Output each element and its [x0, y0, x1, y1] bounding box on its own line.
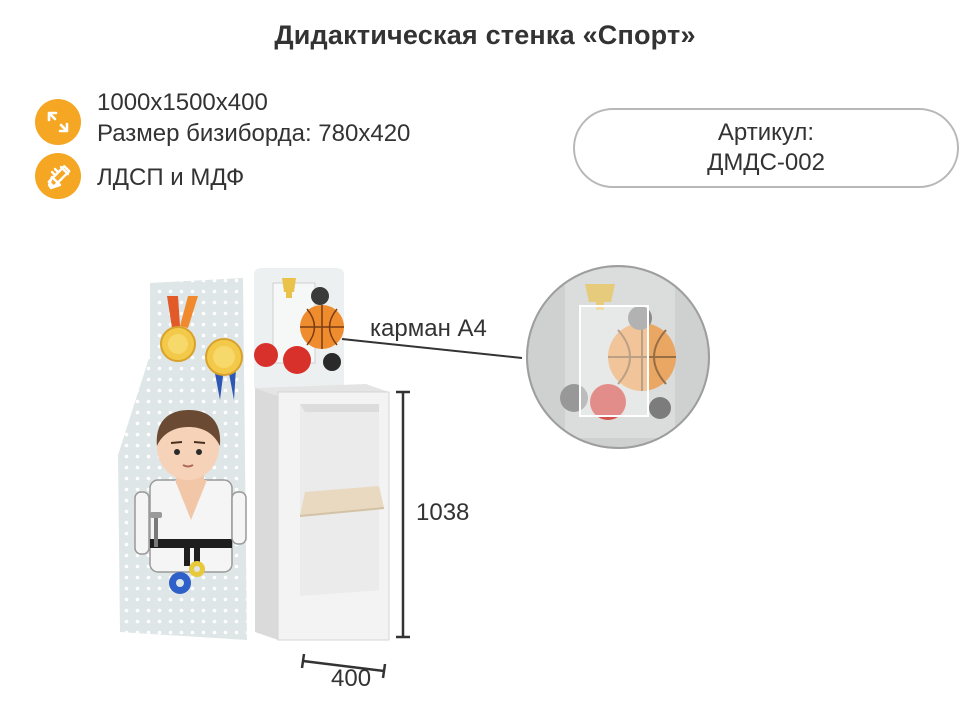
- depth-label: 400: [331, 665, 372, 692]
- sku-value: ДМДС-002: [707, 149, 825, 176]
- cabinet-shelf-unit: [255, 384, 390, 641]
- dimensions-text: 1000х1500х400: [97, 89, 268, 116]
- depth-dimension-line: [300, 653, 387, 679]
- page-title: Дидактическая стенка «Спорт»: [274, 20, 696, 50]
- resize-arrows-icon: [35, 99, 81, 145]
- pocket-label: карман А4: [370, 315, 487, 342]
- back-poster-panel: [254, 268, 344, 388]
- sku-badge: Артикул: ДМДС-002: [573, 108, 959, 188]
- height-label: 1038: [416, 499, 470, 526]
- pocket-pointer-line: [341, 338, 523, 359]
- pencil-ruler-icon: [35, 153, 81, 199]
- gear-icon: [169, 561, 205, 594]
- zipper-icon: [150, 512, 162, 547]
- material-text: ЛДСП и МДФ: [97, 164, 245, 191]
- height-dimension-line: [396, 390, 410, 639]
- rosette-icon: [205, 338, 243, 400]
- sku-label: Артикул:: [717, 119, 815, 146]
- medal-icon: [160, 296, 198, 362]
- karate-kid-figure: [134, 410, 247, 573]
- pocket-zoom-circle: [526, 265, 710, 449]
- board-size-text: Размер бизиборда: 780х420: [97, 120, 411, 147]
